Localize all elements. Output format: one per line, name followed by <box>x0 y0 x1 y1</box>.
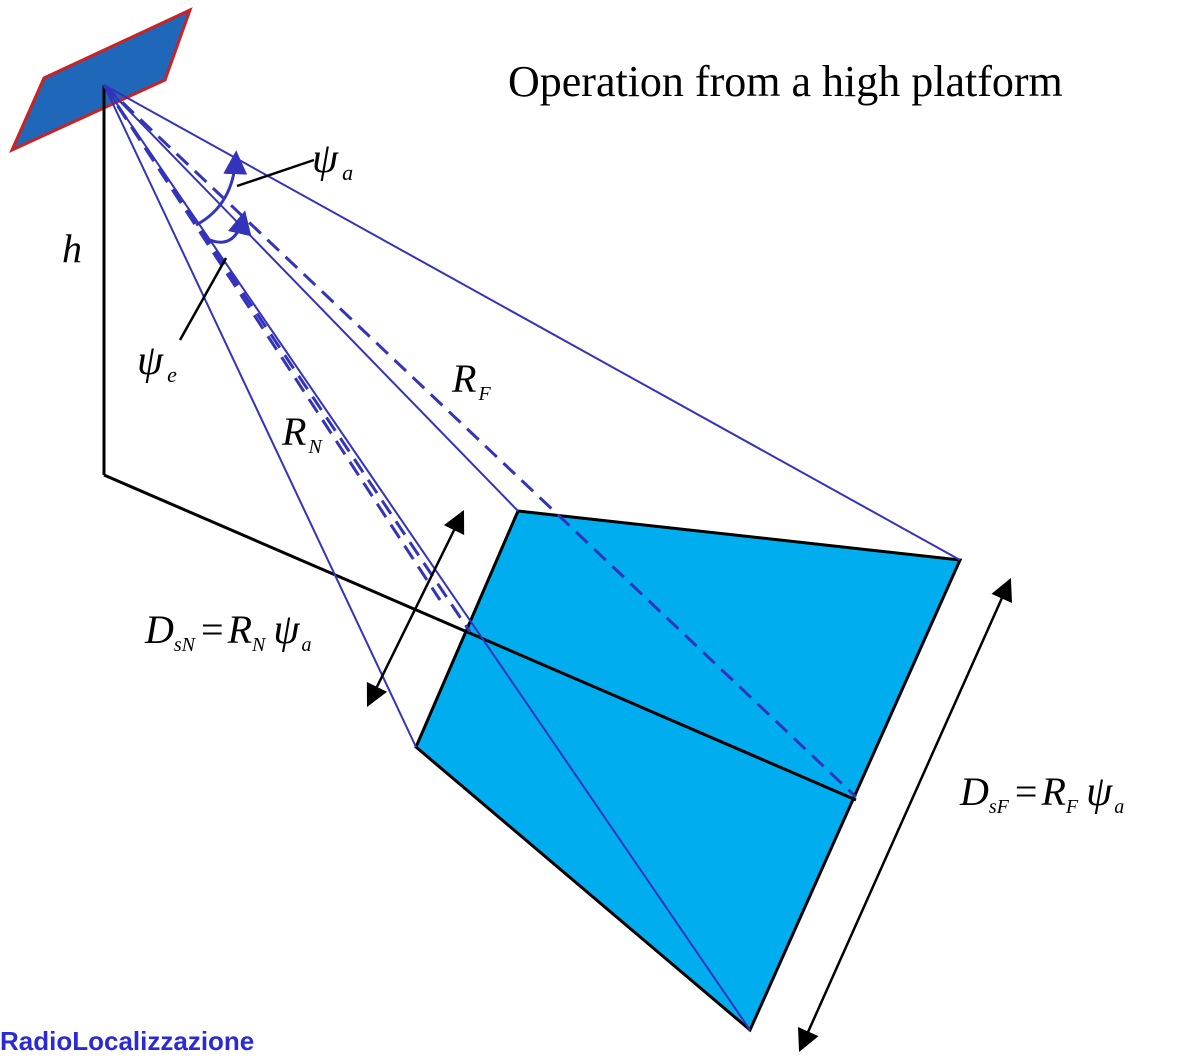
beam-edge-near-bottom <box>103 84 417 748</box>
far-range-line <box>102 83 858 799</box>
psi-a-leader <box>236 158 315 188</box>
ground-range-line <box>103 473 857 802</box>
elevation-angle-arc <box>209 210 252 244</box>
azimuth-angle-arc <box>195 150 248 227</box>
beam-edge-near-top <box>103 84 519 512</box>
height-label: h <box>62 226 82 271</box>
psi-e-leader <box>178 257 228 341</box>
footer-brand: RadioLocalizzazione <box>0 1026 254 1056</box>
diagram-title: Operation from a high platform <box>508 57 1063 106</box>
antenna-panel <box>9 7 193 154</box>
far-swath-arrow <box>797 577 1013 1053</box>
ground-footprint <box>414 509 963 1033</box>
near-swath-arrow <box>366 509 465 708</box>
